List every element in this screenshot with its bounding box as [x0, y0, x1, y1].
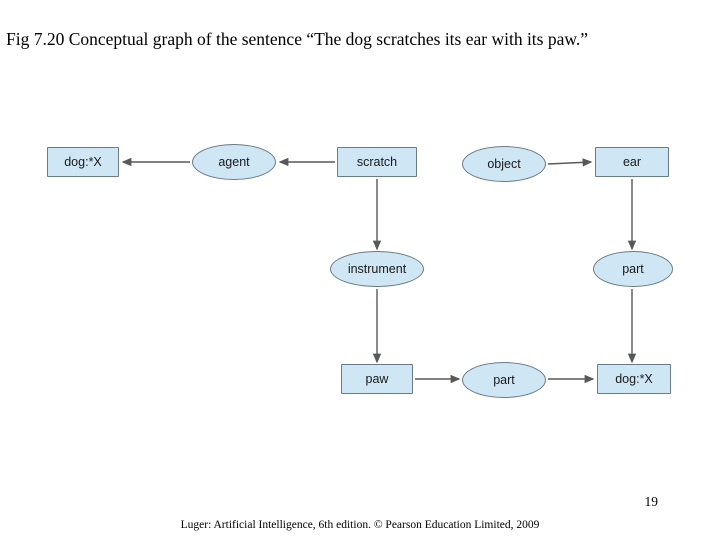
- graph-node-label: object: [487, 157, 521, 171]
- graph-node-dog-x-right: dog:*X: [597, 364, 671, 394]
- graph-node-label: dog:*X: [615, 372, 653, 386]
- graph-edge-object-to-ear: [547, 158, 593, 167]
- page-title: Fig 7.20 Conceptual graph of the sentenc…: [6, 29, 589, 49]
- graph-node-dog-x-left: dog:*X: [47, 147, 119, 177]
- page-number: 19: [644, 494, 659, 509]
- graph-node-scratch: scratch: [337, 147, 417, 177]
- graph-node-label: instrument: [347, 262, 407, 276]
- graph-node-part-right: part: [593, 251, 673, 287]
- graph-node-object: object: [462, 146, 546, 182]
- graph-node-label: part: [493, 373, 515, 387]
- graph-node-agent: agent: [192, 144, 276, 180]
- graph-node-label: paw: [365, 372, 389, 386]
- graph-node-part-bottom: part: [462, 362, 546, 398]
- graph-node-label: agent: [218, 155, 250, 169]
- graph-node-paw: paw: [341, 364, 413, 394]
- graph-node-label: scratch: [356, 155, 398, 169]
- graph-node-label: part: [622, 262, 644, 276]
- footer-credit: Luger: Artificial Intelligence, 6th edit…: [180, 519, 540, 531]
- graph-node-ear: ear: [595, 147, 669, 177]
- graph-node-label: ear: [622, 155, 642, 169]
- graph-node-instrument: instrument: [330, 251, 424, 287]
- graph-node-label: dog:*X: [64, 155, 102, 169]
